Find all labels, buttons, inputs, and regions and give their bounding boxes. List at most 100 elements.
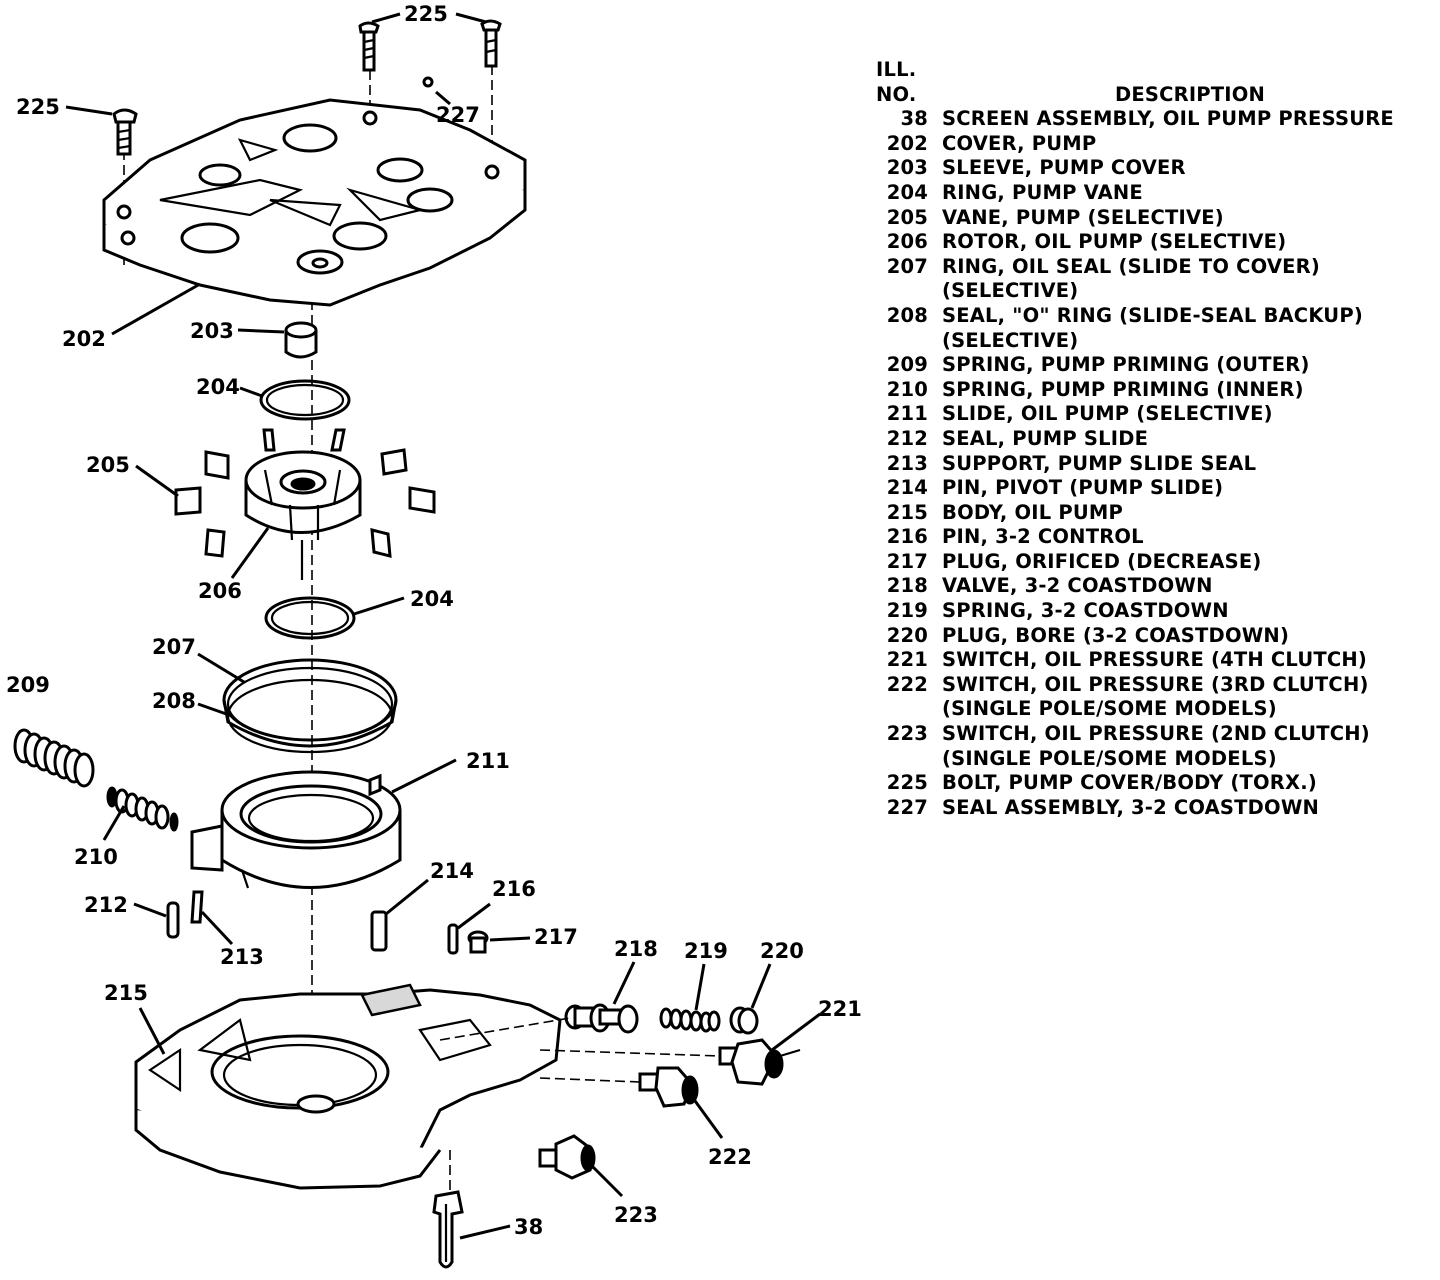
callout-222: 222	[708, 1145, 752, 1169]
coastdown-valve-218	[564, 1003, 639, 1034]
legend-header-description: DESCRIPTION	[1114, 82, 1266, 106]
legend-item-number: 213	[886, 451, 928, 475]
callout-214: 214	[430, 859, 474, 883]
pump-cover-202	[102, 98, 527, 307]
callout-206: 206	[198, 579, 242, 603]
oil-pressure-switch-222	[638, 1066, 699, 1108]
oil-seal-ring-207-208	[222, 658, 398, 754]
legend-item-number: 208	[886, 303, 928, 327]
pump-body-215	[134, 983, 721, 1192]
oil-pressure-switch-223	[538, 1134, 596, 1180]
legend-item-description: ROTOR, OIL PUMP (SELECTIVE)	[942, 230, 1287, 254]
legend-item-description: SCREEN ASSEMBLY, OIL PUMP PRESSURE	[942, 107, 1394, 131]
legend-item-number: 204	[886, 180, 928, 204]
callout-225-left: 225	[16, 95, 60, 119]
legend-row: 202 COVER, PUMP	[876, 132, 1432, 157]
legend-row: 206 ROTOR, OIL PUMP (SELECTIVE)	[876, 230, 1432, 255]
legend-item-number: 227	[886, 795, 928, 819]
sleeve-203	[284, 321, 318, 359]
legend-item-number: 207	[886, 254, 928, 278]
bore-plug-220	[729, 1006, 759, 1035]
legend-item-description: PIN, PIVOT (PUMP SLIDE)	[942, 476, 1224, 500]
legend-item-description: BODY, OIL PUMP	[942, 500, 1123, 524]
legend-item-number: 210	[886, 377, 928, 401]
legend-item-description: PIN, 3-2 CONTROL	[942, 525, 1144, 549]
callout-217: 217	[534, 925, 578, 949]
callout-211: 211	[466, 749, 510, 773]
callout-208: 208	[152, 689, 196, 713]
vanes-205	[174, 428, 436, 558]
legend-item-number: 218	[886, 574, 928, 598]
legend-item-description: SEAL ASSEMBLY, 3-2 COASTDOWN	[942, 795, 1320, 819]
callout-205: 205	[86, 453, 130, 477]
spring-209-outer	[13, 728, 95, 788]
legend-item-description: SWITCH, OIL PRESSURE (4TH CLUTCH)	[942, 648, 1367, 672]
callout-220: 220	[760, 939, 804, 963]
legend-item-number: 225	[886, 771, 928, 795]
seal-support-213	[190, 890, 204, 924]
legend-row: 211 SLIDE, OIL PUMP (SELECTIVE)	[876, 402, 1432, 427]
legend-item-description: SPRING, PUMP PRIMING (OUTER)	[942, 353, 1310, 377]
callout-221: 221	[818, 997, 862, 1021]
legend-item-description: SPRING, PUMP PRIMING (INNER)	[942, 377, 1304, 401]
legend-item-description: SEAL, PUMP SLIDE	[942, 426, 1149, 450]
legend-item-number: 202	[886, 131, 928, 155]
legend-header-ill-label: ILL.	[876, 58, 917, 81]
callout-204-bottom: 204	[410, 587, 454, 611]
legend-row: 225 BOLT, PUMP COVER/BODY (TORX.)	[876, 771, 1432, 796]
legend-item-description: BOLT, PUMP COVER/BODY (TORX.)	[942, 771, 1317, 795]
coastdown-spring-219	[659, 1007, 721, 1033]
legend-header-no-label: NO.	[876, 82, 917, 106]
callout-209: 209	[6, 673, 50, 697]
legend-item-description: SLIDE, OIL PUMP (SELECTIVE)	[942, 402, 1273, 426]
legend-item-number: 219	[886, 599, 928, 623]
callout-212: 212	[84, 893, 128, 917]
legend-row: 210 SPRING, PUMP PRIMING (INNER)	[876, 378, 1432, 403]
legend-item-number: 217	[886, 549, 928, 573]
legend-row: 214 PIN, PIVOT (PUMP SLIDE)	[876, 476, 1432, 501]
legend-item-number: 211	[886, 402, 928, 426]
callout-207: 207	[152, 635, 196, 659]
legend-item-description: SEAL, "O" RING (SLIDE-SEAL BACKUP) (SELE…	[942, 303, 1363, 352]
legend-item-number: 223	[886, 722, 928, 746]
legend-item-number: 214	[886, 476, 928, 500]
callout-203: 203	[190, 319, 234, 343]
legend-item-description: SWITCH, OIL PRESSURE (3RD CLUTCH) (SINGL…	[942, 672, 1369, 721]
legend-item-description: COVER, PUMP	[942, 131, 1097, 155]
seal-227	[422, 76, 434, 88]
callout-215: 215	[104, 981, 148, 1005]
callout-210: 210	[74, 845, 118, 869]
legend-item-number: 222	[886, 672, 928, 696]
legend-item-description: PLUG, ORIFICED (DECREASE)	[942, 549, 1262, 573]
callout-204-top: 204	[196, 375, 240, 399]
legend-row: 208 SEAL, "O" RING (SLIDE-SEAL BACKUP) (S…	[876, 304, 1432, 353]
legend-item-number: 203	[886, 156, 928, 180]
bolt-225-right	[480, 19, 502, 68]
legend-row: 217 PLUG, ORIFICED (DECREASE)	[876, 550, 1432, 575]
legend-item-description: RING, OIL SEAL (SLIDE TO COVER) (SELECTI…	[942, 254, 1321, 303]
pivot-pin-214	[370, 910, 388, 952]
legend-item-number: 220	[886, 623, 928, 647]
vane-ring-204-bottom	[264, 596, 356, 640]
legend-row: 207 RING, OIL SEAL (SLIDE TO COVER) (SELE…	[876, 255, 1432, 304]
exploded-view-diagram: 225 225 227 202 203 204 205 206 204 207 …	[6, 2, 862, 1269]
bolt-225-middle	[358, 21, 380, 72]
legend-item-description: RING, PUMP VANE	[942, 180, 1143, 204]
legend-item-number: 206	[886, 230, 928, 254]
rotor-206	[244, 450, 362, 580]
callout-213: 213	[220, 945, 264, 969]
legend-row: 204 RING, PUMP VANE	[876, 181, 1432, 206]
callout-225-top: 225	[404, 2, 448, 26]
